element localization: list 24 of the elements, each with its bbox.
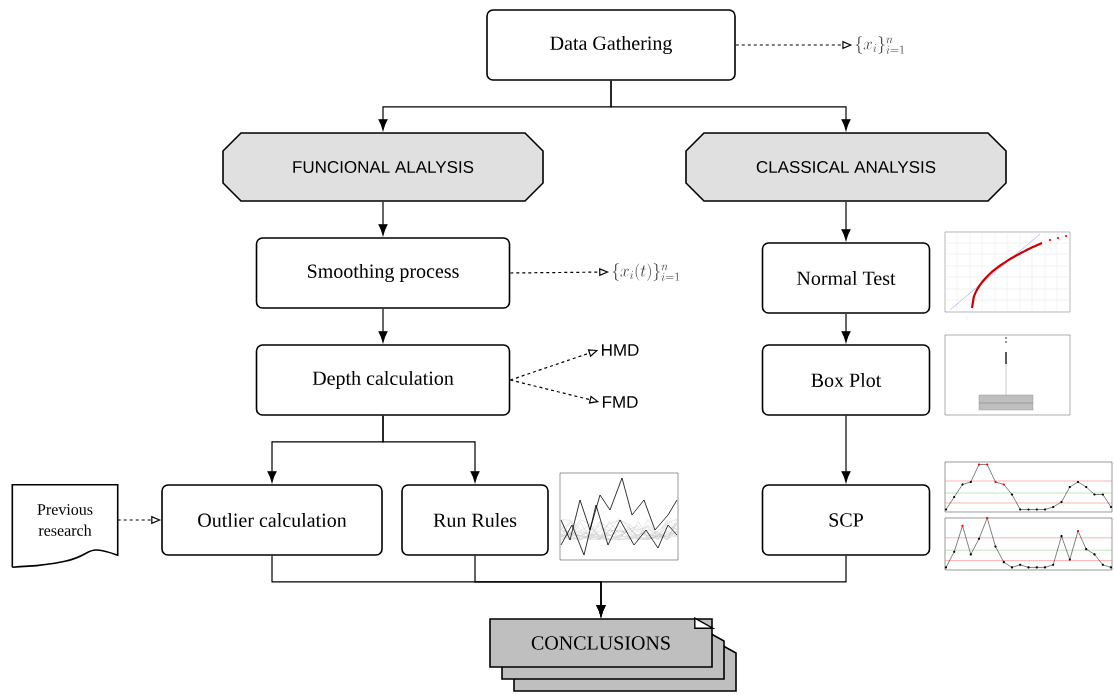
arrow	[841, 415, 851, 483]
process-box: Normal Test	[761, 242, 931, 314]
process-box: Smoothing process	[255, 237, 511, 309]
process-box: Box Plot	[761, 344, 931, 416]
output-label: HMD	[602, 344, 639, 356]
arrow	[382, 415, 480, 483]
formula: $\{x_i(t)\}_{i=1}^{n}$	[612, 263, 680, 281]
process-box: Depth calculation	[255, 344, 511, 416]
arrow	[378, 308, 388, 343]
process-box: Run Rules	[401, 484, 549, 556]
process-box: Data Gathering	[486, 9, 736, 81]
arrow	[841, 313, 851, 343]
arrow	[596, 555, 847, 617]
document-shape: Previous research	[11, 484, 119, 568]
process-box: SCP	[761, 484, 931, 556]
process-box: Outlier calculation	[161, 484, 383, 556]
arrow	[610, 80, 851, 131]
stacked-documents: CONCLUSIONS	[489, 617, 737, 692]
section-header-box: FUNCIONAL ALALYSIS	[222, 132, 544, 202]
output-label: FMD	[603, 396, 638, 408]
formula: $\{x_i\}_{i=1}^{n}$	[855, 36, 904, 54]
arrow	[378, 201, 388, 236]
arrow	[841, 201, 851, 241]
section-header-box: CLASSICAL ANALYSIS	[685, 132, 1007, 202]
